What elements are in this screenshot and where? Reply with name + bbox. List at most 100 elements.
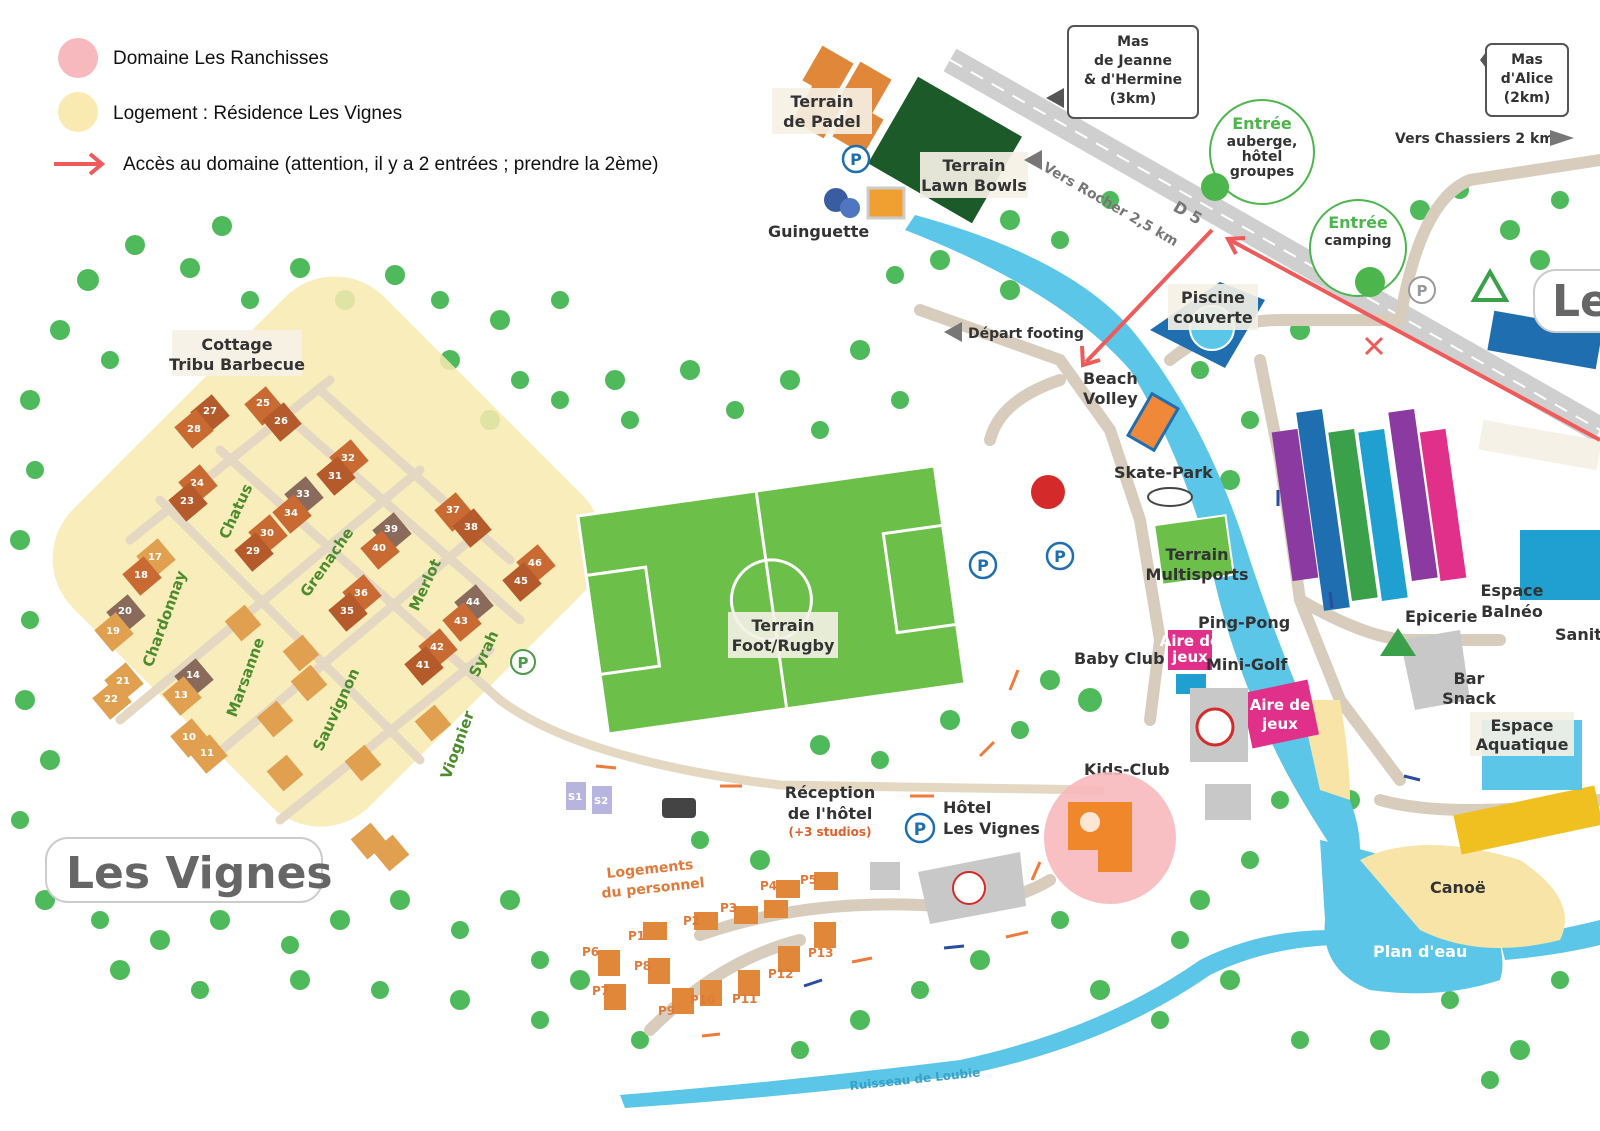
tesla-charger-icon bbox=[1031, 475, 1065, 509]
cottage-house: 22 bbox=[92, 680, 132, 720]
cottage-house bbox=[224, 604, 262, 642]
logements-personnel-label: Logements du personnel bbox=[601, 857, 706, 902]
svg-text:P5: P5 bbox=[800, 873, 817, 887]
multisports-court bbox=[1153, 514, 1235, 586]
cottage-house: 31 bbox=[316, 456, 356, 496]
svg-text:22: 22 bbox=[104, 694, 118, 705]
cottage-house bbox=[414, 704, 452, 742]
svg-text:Aire de: Aire de bbox=[1250, 696, 1310, 714]
svg-text:auberge,: auberge, bbox=[1227, 134, 1298, 150]
cottage-house: 18 bbox=[122, 556, 162, 596]
svg-text:21: 21 bbox=[116, 676, 130, 687]
svg-text:Aire de: Aire de bbox=[1160, 632, 1220, 650]
svg-text:P13: P13 bbox=[808, 946, 834, 960]
svg-text:Hôtel: Hôtel bbox=[943, 798, 991, 817]
cottage-house: 41 bbox=[404, 646, 444, 686]
skate-park-label: Skate-Park bbox=[1114, 463, 1213, 482]
svg-text:P7: P7 bbox=[592, 984, 609, 998]
epicerie-building bbox=[1400, 630, 1470, 710]
svg-text:P: P bbox=[914, 820, 926, 840]
svg-text:P6: P6 bbox=[582, 945, 599, 959]
svg-text:P10: P10 bbox=[690, 993, 716, 1007]
cottage-house: 11 bbox=[188, 734, 228, 774]
staff-houses: P1 P2 P3 P4 P5 P6 P7 P8 P9 P10 P11 P12 P… bbox=[582, 872, 838, 1018]
svg-text:de Jeanne: de Jeanne bbox=[1094, 53, 1172, 69]
svg-text:29: 29 bbox=[246, 546, 260, 557]
beach-area bbox=[1360, 845, 1565, 948]
terrain-foot-label: Terrain Foot/Rugby bbox=[728, 612, 838, 658]
recycling-icon bbox=[1470, 267, 1510, 302]
svg-text:jeux: jeux bbox=[1261, 715, 1298, 733]
svg-text:Foot/Rugby: Foot/Rugby bbox=[732, 636, 835, 655]
svg-text:P3: P3 bbox=[720, 901, 737, 915]
cottage-tribu-label: Cottage Tribu Barbecue bbox=[169, 330, 305, 376]
cottage-house bbox=[256, 700, 294, 738]
parking-icon: P bbox=[904, 812, 936, 844]
svg-text:P: P bbox=[1417, 282, 1428, 300]
aire-jeux-small: Aire de jeux bbox=[1160, 630, 1220, 670]
cottage-house: 23 bbox=[168, 482, 208, 522]
svg-text:35: 35 bbox=[340, 606, 354, 617]
cottage-house: 19 bbox=[94, 612, 134, 652]
plan-eau-label: Plan d'eau bbox=[1373, 942, 1467, 961]
svg-text:28: 28 bbox=[187, 424, 201, 435]
restaurant-icon bbox=[1195, 707, 1235, 747]
svg-text:11: 11 bbox=[200, 748, 214, 759]
svg-text:Mas: Mas bbox=[1511, 52, 1543, 68]
vignes-cottages: 27 28 25 26 32 31 24 23 33 34 30 29 37 3… bbox=[92, 386, 556, 872]
svg-text:19: 19 bbox=[106, 626, 120, 637]
building bbox=[1205, 784, 1251, 820]
svg-text:31: 31 bbox=[328, 471, 342, 482]
svg-text:Volley: Volley bbox=[1083, 389, 1138, 408]
svg-text:P: P bbox=[1054, 547, 1066, 566]
multisports-label: Terrain Multisports bbox=[1146, 545, 1249, 584]
svg-text:33: 33 bbox=[296, 489, 310, 500]
svg-text:45: 45 bbox=[514, 576, 528, 587]
access-route bbox=[1080, 228, 1600, 442]
espace-aquatique-label: Espace Aquatique bbox=[1470, 712, 1574, 756]
svg-text:43: 43 bbox=[454, 616, 468, 627]
baby-club-label: Baby Club bbox=[1074, 649, 1165, 668]
svg-text:Aquatique: Aquatique bbox=[1476, 735, 1569, 754]
guinguette-label: Guinguette bbox=[768, 222, 869, 241]
beach-volley-court bbox=[1125, 391, 1181, 453]
cottage-house bbox=[290, 664, 328, 702]
cottage-house: 38 bbox=[452, 508, 492, 548]
tent-icon bbox=[1380, 628, 1416, 656]
skateboard-icon bbox=[1147, 487, 1193, 507]
svg-text:Balnéo: Balnéo bbox=[1481, 602, 1543, 621]
cottage-house: 35 bbox=[328, 592, 368, 632]
reception-label: Réception de l'hôtel (+3 studios) bbox=[785, 783, 875, 839]
legend-logement-label: Logement : Résidence Les Vignes bbox=[113, 103, 402, 124]
bar-snack-label: Bar Snack bbox=[1442, 669, 1496, 708]
svg-text:40: 40 bbox=[372, 543, 386, 554]
cottage-house: 13 bbox=[162, 676, 202, 716]
svg-text:Terrain: Terrain bbox=[942, 156, 1005, 175]
mas-alice-sign: Mas d'Alice (2km) bbox=[1480, 43, 1569, 117]
arrow-left-icon bbox=[1046, 88, 1064, 108]
petanque-icon bbox=[824, 188, 860, 218]
cottage-house: 40 bbox=[360, 530, 400, 570]
svg-text:34: 34 bbox=[284, 508, 298, 519]
svg-text:Entrée: Entrée bbox=[1232, 114, 1292, 133]
svg-text:36: 36 bbox=[354, 588, 368, 599]
svg-text:Réception: Réception bbox=[785, 783, 875, 802]
terrain-padel-label: Terrain de Padel bbox=[772, 88, 872, 134]
arrow-right-icon bbox=[1550, 130, 1574, 146]
depart-footing-label: Départ footing bbox=[944, 322, 1084, 342]
s-units: S1 S2 bbox=[566, 782, 612, 814]
svg-text:30: 30 bbox=[260, 528, 274, 539]
svg-text:P: P bbox=[977, 556, 989, 575]
svg-text:Espace: Espace bbox=[1490, 716, 1553, 735]
entrance-icon bbox=[1355, 267, 1385, 297]
svg-text:44: 44 bbox=[466, 597, 480, 608]
svg-text:Terrain: Terrain bbox=[751, 616, 814, 635]
canoe-label: Canoë bbox=[1430, 878, 1486, 897]
beach-volley-label: Beach Volley bbox=[1083, 369, 1138, 408]
cottage-house: 29 bbox=[234, 532, 274, 572]
cottage-house bbox=[344, 744, 382, 782]
hotel-label: Hôtel Les Vignes bbox=[943, 798, 1040, 838]
svg-text:S2: S2 bbox=[594, 796, 608, 807]
lawn-bowls-label: Terrain Lawn Bowls bbox=[920, 152, 1028, 198]
